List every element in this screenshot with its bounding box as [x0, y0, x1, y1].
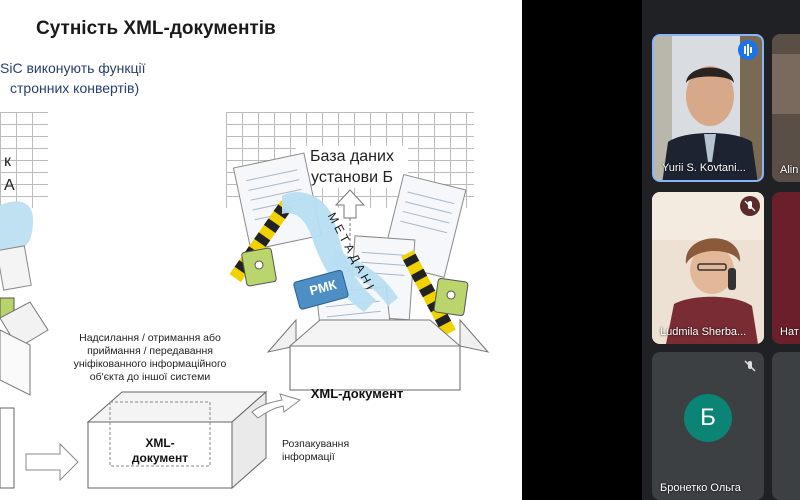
slide-subtitle-line1: SiC виконують функції	[0, 60, 146, 76]
left-closed-box	[0, 407, 15, 489]
database-a-label: к А	[4, 153, 15, 194]
participant-tile[interactable]: Yurii S. Kovtani...	[652, 34, 764, 182]
participant-video	[772, 34, 800, 182]
participant-tile[interactable]: Alin	[772, 34, 800, 182]
participant-name: Alin	[780, 164, 799, 176]
left-box	[0, 329, 31, 396]
participant-name: Нат	[780, 326, 799, 338]
mic-muted-icon	[740, 196, 760, 216]
slide-subtitle: SiC виконують функції стронних конвертів…	[0, 58, 146, 98]
participant-name: Бронетко Ольга	[660, 482, 741, 494]
participant-avatar: Б	[684, 394, 732, 442]
xml-document-small-label: XML- документ	[131, 436, 189, 465]
participant-video	[654, 36, 762, 180]
video-gap	[522, 0, 642, 500]
participant-video	[652, 192, 764, 344]
shared-presentation-slide: Сутність XML-документів SiC виконують фу…	[0, 0, 522, 500]
participant-tile[interactable]: Нат	[772, 192, 800, 344]
participant-tile[interactable]: Б Бронетко Ольга	[652, 352, 764, 500]
padlock-right	[433, 277, 469, 317]
participant-name: Yurii S. Kovtani...	[662, 162, 746, 174]
slide-title: Сутність XML-документів	[36, 18, 276, 39]
rmk-tag	[293, 269, 349, 310]
metadata-ribbon	[282, 192, 376, 312]
participants-panel: Yurii S. Kovtani... Alin Ludmila Sherba.…	[642, 0, 800, 500]
xml-closed-box	[86, 390, 268, 490]
hazard-tape-right	[401, 250, 456, 337]
xml-open-box	[266, 318, 490, 391]
database-b-label: База даних установи Б	[296, 146, 408, 188]
up-arrow	[334, 189, 366, 219]
unpack-caption: Розпакування інформації	[282, 438, 350, 463]
slide-subtitle-line2: стронних конвертів)	[10, 80, 140, 96]
participant-name: Ludmila Sherba...	[660, 326, 747, 338]
left-paper	[0, 245, 32, 291]
document-flow-illustration	[0, 152, 490, 490]
participant-tile[interactable]	[772, 352, 800, 500]
send-receive-caption: Надсилання / отримання або приймання / п…	[73, 332, 227, 383]
arrow-left-to-box	[25, 442, 79, 482]
spreadsheet-grid-left	[0, 112, 48, 208]
xml-document-box-label: XML-документ	[310, 386, 404, 401]
arrow-curved-right	[251, 393, 302, 419]
padlock-left	[241, 247, 277, 287]
participant-tile[interactable]: Ludmila Sherba...	[652, 192, 764, 344]
left-swoosh	[0, 201, 34, 262]
mic-muted-icon	[740, 356, 760, 376]
speaking-indicator-icon	[738, 40, 758, 60]
